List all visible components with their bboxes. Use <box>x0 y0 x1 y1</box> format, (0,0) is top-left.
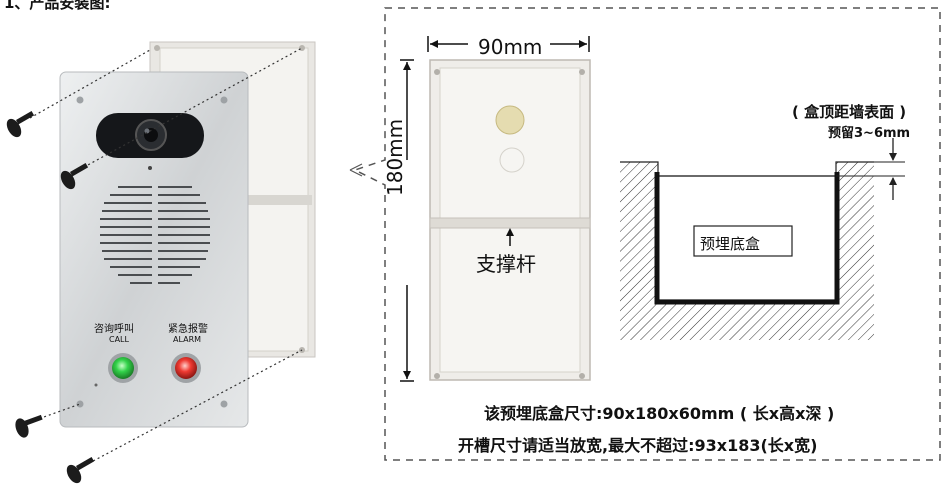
embedded-box-label: 预埋底盒 <box>700 235 761 253</box>
height-dimension-label: 180mm <box>383 118 407 196</box>
intercom-panel <box>59 71 249 428</box>
callout-frame <box>353 7 941 461</box>
strut-label: 支撑杆 <box>476 252 536 276</box>
reserve-label: 预留3~6mm <box>828 126 911 141</box>
width-dimension-label: 90mm <box>478 35 543 59</box>
box-size-spec: 该预埋底盒尺寸:90x180x60mm ( 长x高x深 ) <box>484 404 835 423</box>
embedded-box-front-view <box>429 59 591 381</box>
box-top-surface-label: ( 盒顶距墙表面 ) <box>792 103 907 121</box>
screw-icon <box>6 111 95 484</box>
alarm-button-icon <box>175 357 197 379</box>
call-label-cn: 咨询呼叫 <box>94 324 134 335</box>
slot-size-spec: 开槽尺寸请适当放宽,最大不超过:93x183(长x宽) <box>458 436 818 455</box>
speaker-grille-icon <box>100 186 210 284</box>
alarm-label-en: ALARM <box>173 335 202 344</box>
screws <box>29 47 303 469</box>
wall-cross-section <box>620 138 905 340</box>
call-button-icon <box>112 357 134 379</box>
page-heading: 1、产品安装图: <box>4 0 111 12</box>
alarm-label-cn: 紧急报警 <box>168 324 208 335</box>
call-label-en: CALL <box>109 335 129 344</box>
